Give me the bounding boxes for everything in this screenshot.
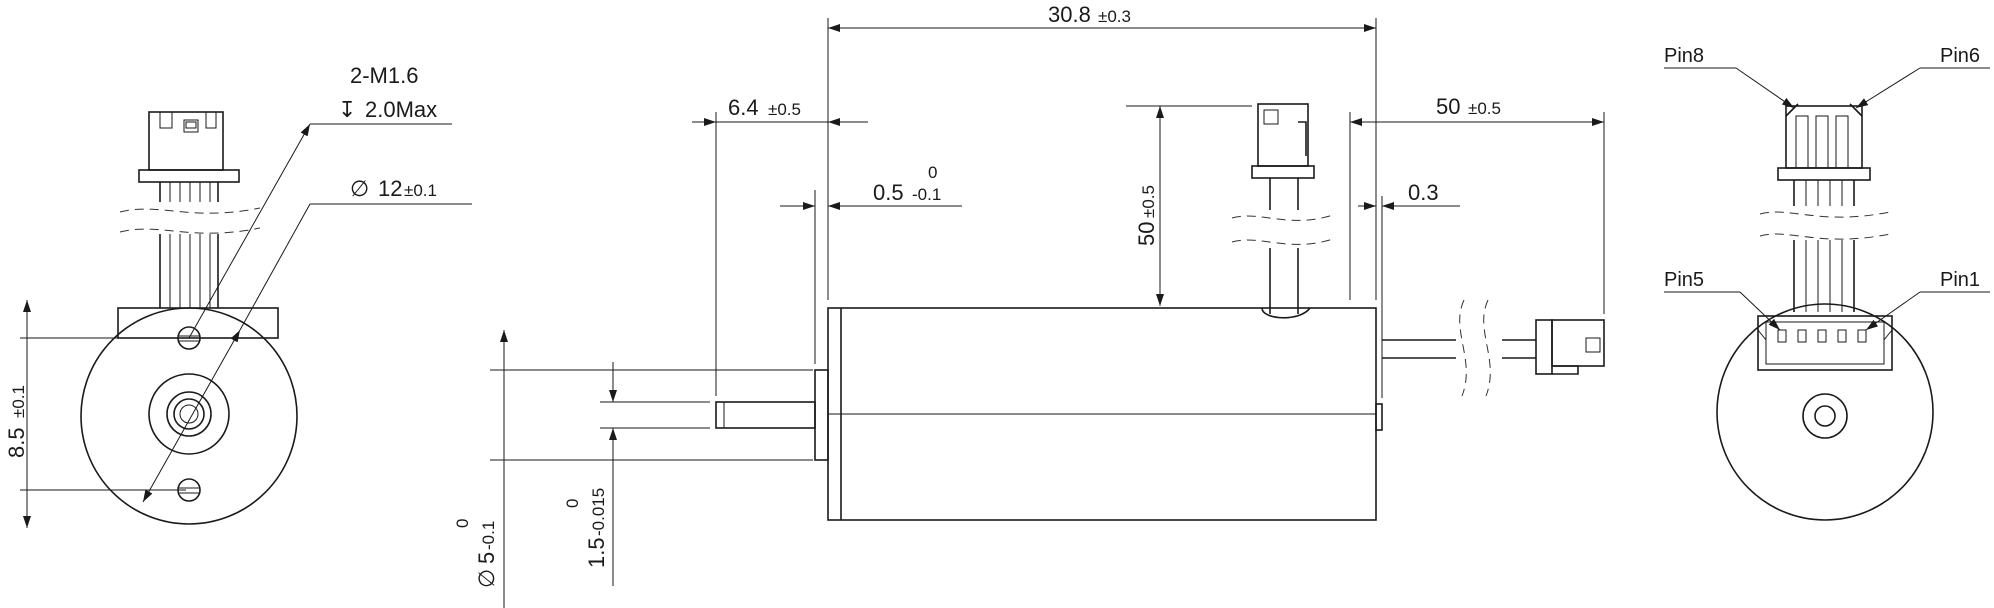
bottom-connector-header [1757, 315, 1893, 371]
right-end-view: Pin8 Pin6 Pin5 Pin1 [1664, 45, 1990, 521]
shaft-dia-value: 1.5 [584, 537, 609, 568]
pin8-label: Pin8 [1664, 45, 1704, 67]
shaft-dia-tol-lower: -0.015 [589, 488, 608, 536]
top-lead-tolerance: ±0.5 [1139, 185, 1158, 218]
front-flange [814, 369, 829, 461]
flange-tol-lower: -0.1 [912, 185, 941, 204]
motor-shaft [715, 401, 816, 429]
pin5-leader [1739, 291, 1781, 331]
right-lead-tolerance: ±0.5 [1468, 99, 1501, 118]
flange-tol-upper: 0 [928, 163, 937, 182]
boss-dia-symbol-icon: ∅ [474, 569, 499, 588]
pin5-label: Pin5 [1664, 269, 1704, 291]
left-shaft-ring [173, 398, 205, 430]
screw-depth-symbol-icon: ↧ [338, 97, 356, 122]
hole-pitch-tolerance: ±0.1 [9, 385, 28, 418]
right-lead-value: 50 [1436, 94, 1460, 119]
pin6-leader [1855, 67, 1921, 109]
screw-thread-label: 2-M1.6 [350, 63, 418, 88]
diameter-value: 12 [378, 176, 402, 201]
gap-value: 0.3 [1408, 180, 1439, 205]
pin8-leader [1735, 67, 1795, 109]
hole-pitch-value: 8.5 [4, 427, 29, 458]
pin6-label: Pin6 [1940, 45, 1980, 67]
pin1-label: Pin1 [1940, 269, 1980, 291]
right-bearing-outer [1802, 393, 1848, 439]
flange-value: 0.5 [873, 180, 904, 205]
left-connector [138, 111, 240, 183]
top-connector [1251, 103, 1315, 179]
boss-dia-value: 5 [474, 552, 499, 564]
pin1-leader [1865, 291, 1921, 331]
diameter-symbol-icon: ∅ [350, 176, 369, 201]
shaft-dia-tol-upper: 0 [563, 499, 582, 508]
left-ribbon-cable [119, 182, 261, 308]
shaft-ext-value: 6.4 [728, 95, 759, 120]
right-bearing-inner [1814, 405, 1836, 427]
side-view: 30.8 ±0.3 6.4 ±0.5 0.5 0 -0.1 50 ±0.5 50… [453, 2, 1605, 608]
left-boss-outer [148, 373, 230, 455]
boss-dia-tol-upper: 0 [453, 519, 472, 528]
right-connector [1535, 319, 1605, 375]
diameter-tolerance: ±0.1 [404, 181, 437, 200]
length-value: 30.8 [1048, 2, 1091, 27]
right-view-top-connector [1777, 103, 1871, 181]
right-body-circle [1716, 303, 1934, 521]
top-wire-exit [1261, 307, 1311, 319]
diameter-leader-line [142, 329, 241, 503]
right-view-cable [1759, 180, 1891, 312]
right-cable [1382, 299, 1536, 397]
length-tolerance: ±0.3 [1098, 7, 1131, 26]
top-lead-value: 50 [1134, 222, 1159, 246]
shaft-ext-tolerance: ±0.5 [768, 100, 801, 119]
screw-depth-label: 2.0Max [365, 97, 437, 122]
screw-leader-line [188, 123, 311, 339]
boss-dia-tol-lower: -0.1 [479, 521, 498, 550]
left-body-circle [80, 307, 298, 525]
left-end-view: 2-M1.6 ↧ 2.0Max ∅ 12 ±0.1 8.5 ±0.1 [4, 63, 472, 528]
rear-cap [1375, 403, 1383, 431]
